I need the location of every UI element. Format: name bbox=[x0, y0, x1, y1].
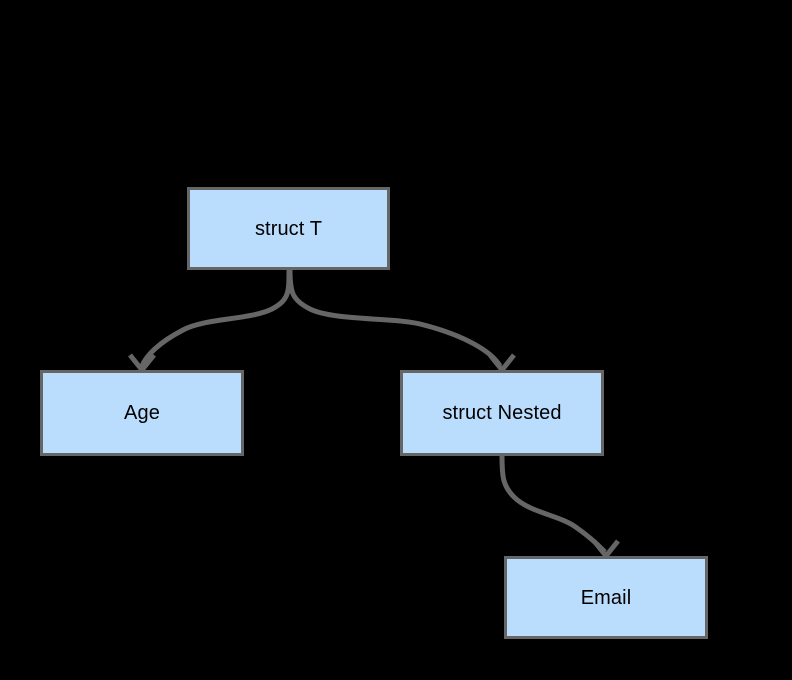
node-struct-t[interactable]: struct T bbox=[187, 187, 390, 270]
edge-root-to-age bbox=[128, 269, 292, 375]
edge-root-to-nested bbox=[287, 269, 516, 375]
node-age[interactable]: Age bbox=[40, 370, 244, 456]
node-label-age: Age bbox=[124, 402, 160, 424]
node-label-struct-nested: struct Nested bbox=[442, 402, 562, 424]
node-struct-nested[interactable]: struct Nested bbox=[400, 370, 604, 456]
node-label-struct-t: struct T bbox=[254, 217, 323, 240]
edge-nested-to-email bbox=[499, 455, 620, 561]
node-email[interactable]: Email bbox=[504, 556, 708, 639]
node-label-email: Email bbox=[580, 586, 632, 609]
